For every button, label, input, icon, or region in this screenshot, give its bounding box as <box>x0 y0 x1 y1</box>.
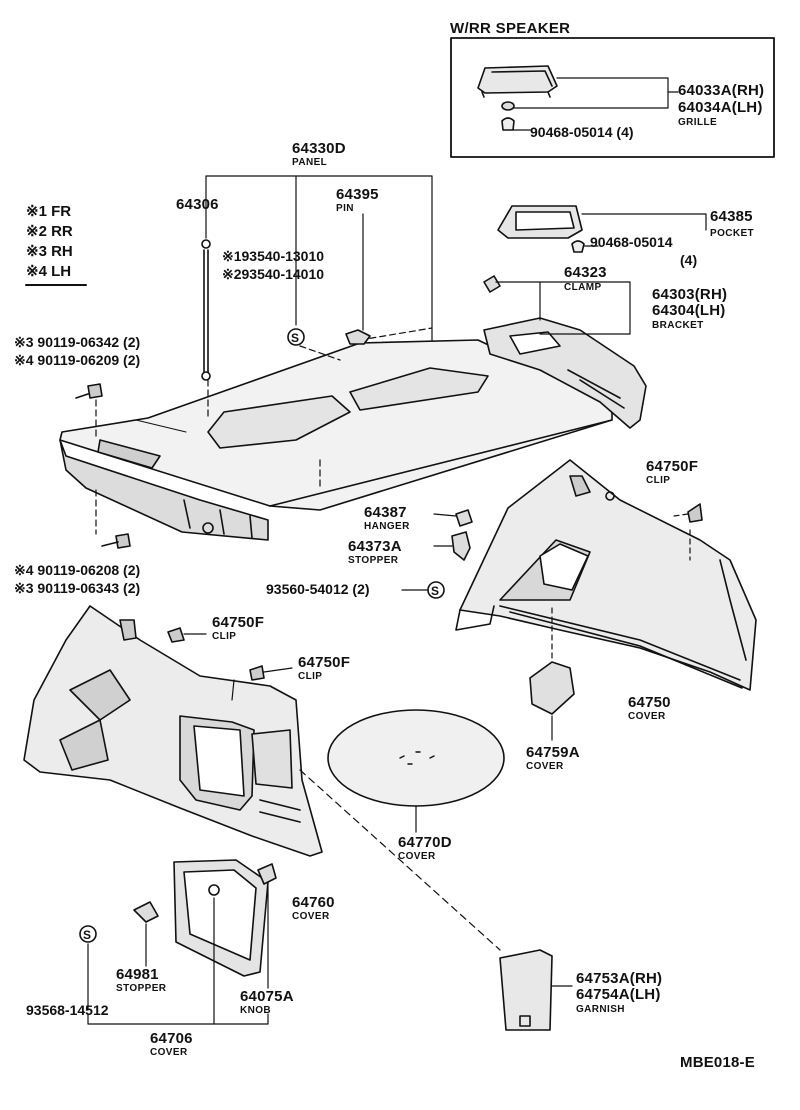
knob-number: 64075A <box>240 988 294 1005</box>
legend-item-rh: ※3 RH <box>26 243 73 260</box>
cover-759-name: COVER <box>526 761 564 772</box>
screw2-number: 93568-14512 <box>26 1002 109 1018</box>
stopper-name: STOPPER <box>348 555 399 566</box>
pin-name: PIN <box>336 203 354 214</box>
bolt-b-number: ※4 90119-06209 (2) <box>14 352 141 368</box>
pin-part <box>345 329 371 345</box>
clip-left2-number: 64750F <box>298 654 351 671</box>
garnish-part <box>499 949 553 1031</box>
washer-s-icon: S S S <box>79 328 445 943</box>
pocket-part <box>497 205 585 253</box>
pocket-screw-number: 90468-05014 <box>590 234 673 250</box>
cover-spare-name: COVER <box>398 851 436 862</box>
pocket-number: 64385 <box>710 208 753 225</box>
clip-left2-name: CLIP <box>298 671 323 682</box>
diagram-code: MBE018-E <box>680 1054 755 1071</box>
left-quarter-cover <box>23 605 323 857</box>
speaker-box-title: W/RR SPEAKER <box>450 20 571 37</box>
cover-left-number: 64760 <box>292 894 335 911</box>
cover-706-name: COVER <box>150 1047 188 1058</box>
speaker-grille-drawing <box>477 65 558 131</box>
bracket-part <box>483 275 647 429</box>
speaker-inset <box>450 37 775 158</box>
hanger-name: HANGER <box>364 521 410 532</box>
package-tray-panel <box>59 339 613 541</box>
cover-759-part <box>529 661 575 715</box>
cover-759-number: 64759A <box>526 744 580 761</box>
garnish-dashed-line <box>299 769 501 951</box>
bracket-leader <box>495 281 631 335</box>
right-quarter-cover <box>455 459 757 691</box>
bracket-lh-number: 64304(LH) <box>652 302 726 319</box>
legend-item-lh: ※4 LH <box>26 263 72 280</box>
knob-part <box>257 863 277 885</box>
legend-item-fr: ※1 FR <box>26 203 72 220</box>
stopper2-name: STOPPER <box>116 983 167 994</box>
grille-rh-number: 64033A(RH) <box>678 82 765 99</box>
hanger-stopper-parts <box>401 509 473 591</box>
cover-706-number: 64706 <box>150 1030 193 1047</box>
bolt-d-number: ※3 90119-06343 (2) <box>14 580 141 596</box>
lower-leader-lines <box>87 885 269 1025</box>
pin-alt2: ※293540-14010 <box>222 266 325 282</box>
antenna-number: 64306 <box>176 196 219 213</box>
svg-text:S: S <box>431 584 439 598</box>
clip-right-number: 64750F <box>646 458 699 475</box>
grille-lh-number: 64034A(LH) <box>678 99 763 116</box>
panel-number: 64330D <box>292 140 346 157</box>
clip-right-name: CLIP <box>646 475 671 486</box>
clip-left1-number: 64750F <box>212 614 265 631</box>
stopper-number: 64373A <box>348 538 402 555</box>
cover-left-name: COVER <box>292 911 330 922</box>
clip-right-icon <box>687 503 703 523</box>
cover-right-name: COVER <box>628 711 666 722</box>
bolt-icon <box>75 383 131 549</box>
bolt-a-number: ※3 90119-06342 (2) <box>14 334 141 350</box>
clip-left1-icon <box>167 627 185 643</box>
clamp-name: CLAMP <box>564 282 602 293</box>
garnish-lh-number: 64754A(LH) <box>576 986 661 1003</box>
svg-text:S: S <box>291 331 299 345</box>
panel-leader <box>205 175 433 346</box>
panel-dashed-lines <box>207 327 433 491</box>
garnish-name: GARNISH <box>576 1004 625 1015</box>
pocket-leader <box>581 213 707 247</box>
hanger-number: 64387 <box>364 504 407 521</box>
pin-alt1: ※193540-13010 <box>222 248 325 264</box>
stopper2-part <box>133 901 159 923</box>
knob-name: KNOB <box>240 1005 272 1016</box>
clamp-number: 64323 <box>564 264 607 281</box>
cover-right-number: 64750 <box>628 694 671 711</box>
grille-name: GRILLE <box>678 117 718 128</box>
screw-s-number: 93560-54012 (2) <box>266 581 370 597</box>
bracket-name: BRACKET <box>652 320 704 331</box>
speaker-screw-number: 90468-05014 (4) <box>530 124 634 140</box>
lid-cover-part <box>173 859 269 977</box>
pin-number: 64395 <box>336 186 379 203</box>
cover-spare-number: 64770D <box>398 834 452 851</box>
clip-left2-icon <box>249 665 265 681</box>
bolt-c-number: ※4 90119-06208 (2) <box>14 562 141 578</box>
pocket-name: POCKET <box>710 228 755 239</box>
bracket-rh-number: 64303(RH) <box>652 286 728 303</box>
antenna-rod <box>201 239 211 381</box>
panel-name: PANEL <box>292 157 328 168</box>
spare-tire-cover <box>327 709 505 807</box>
garnish-rh-number: 64753A(RH) <box>576 970 663 987</box>
clip-left1-name: CLIP <box>212 631 237 642</box>
pocket-screw-qty: (4) <box>680 252 698 268</box>
svg-text:S: S <box>83 928 91 942</box>
stopper2-number: 64981 <box>116 966 159 983</box>
legend-item-rr: ※2 RR <box>26 223 73 240</box>
